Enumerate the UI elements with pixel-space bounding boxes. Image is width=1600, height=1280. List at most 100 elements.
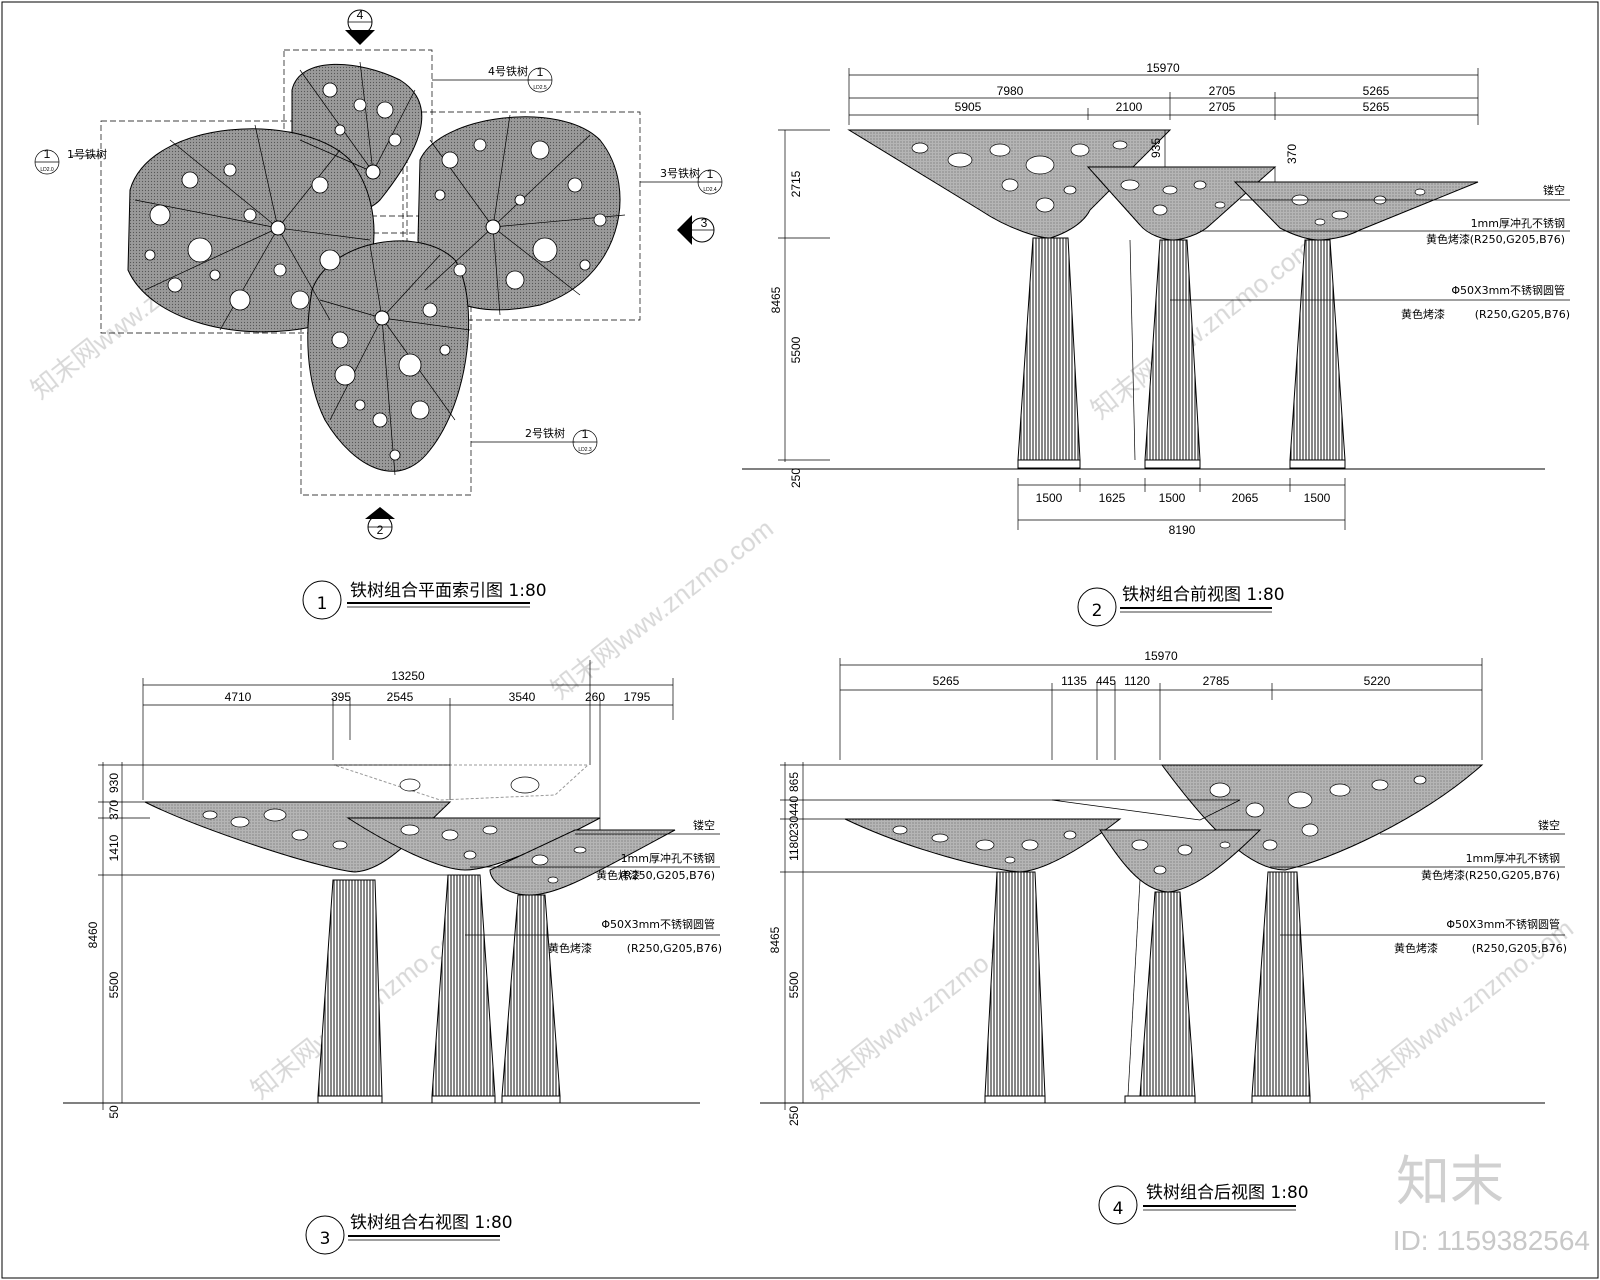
trunk-2 <box>1144 239 1201 461</box>
index-box-tree3 <box>402 111 641 321</box>
svg-text:(R250,G205,B76): (R250,G205,B76) <box>1472 942 1567 955</box>
svg-text:1500: 1500 <box>1036 491 1063 505</box>
canopy-holes <box>911 140 1426 226</box>
tree-label-2: 1 LD2.3 2号铁树 <box>471 426 598 455</box>
view-symbol-3: 3 <box>677 215 715 245</box>
svg-text:LD2.4: LD2.4 <box>703 187 717 193</box>
svg-text:1795: 1795 <box>624 690 651 704</box>
svg-text:1500: 1500 <box>1159 491 1186 505</box>
trunk-1 <box>1017 237 1081 461</box>
svg-text:445: 445 <box>1096 674 1116 688</box>
svg-text:8465: 8465 <box>769 286 783 313</box>
svg-text:黄色烤漆: 黄色烤漆 <box>548 941 592 955</box>
svg-text:4710: 4710 <box>225 690 252 704</box>
brand-id: ID: 1159382564 <box>1393 1225 1590 1256</box>
svg-text:8465: 8465 <box>768 926 782 953</box>
canopy-holes <box>892 775 1427 875</box>
canopy-2 <box>1099 829 1262 893</box>
svg-text:5265: 5265 <box>1363 100 1390 114</box>
svg-text:15970: 15970 <box>1144 649 1178 663</box>
title-front: 2 铁树组合前视图 1:80 <box>1077 585 1285 627</box>
canopy-hidden <box>1051 799 1241 821</box>
svg-text:395: 395 <box>331 690 351 704</box>
tree1-label: 1号铁树 <box>67 147 107 161</box>
svg-text:930: 930 <box>107 773 121 793</box>
svg-text:(R250,G205,B76): (R250,G205,B76) <box>1465 869 1560 882</box>
svg-text:(R250,G205,B76): (R250,G205,B76) <box>620 869 715 882</box>
svg-text:935: 935 <box>1149 138 1163 158</box>
title-plan: 1 铁树组合平面索引图 1:80 <box>302 580 547 620</box>
index-box-tree1 <box>100 120 408 334</box>
leaf-ribs <box>134 61 626 476</box>
svg-text:230: 230 <box>787 816 801 836</box>
right-dimensions <box>98 660 674 1110</box>
svg-text:250: 250 <box>789 468 803 488</box>
plan-view: 1 LD2.0 1号铁树 1 LD2.5 4号铁树 1 LD2.4 3号铁树 1… <box>34 8 723 540</box>
index-box-tree2 <box>300 232 472 496</box>
svg-text:8190: 8190 <box>1169 523 1196 537</box>
svg-text:2065: 2065 <box>1232 491 1259 505</box>
tree3-label: 3号铁树 <box>660 166 700 180</box>
svg-text:LD2.3: LD2.3 <box>578 447 592 453</box>
svg-text:440: 440 <box>787 796 801 816</box>
view-symbol-2: 2 <box>365 507 395 540</box>
svg-text:黄色烤漆: 黄色烤漆 <box>1421 868 1465 882</box>
svg-text:铁树组合后视图 1:80: 铁树组合后视图 1:80 <box>1146 1183 1309 1203</box>
tree4-label: 4号铁树 <box>488 64 528 78</box>
svg-text:2545: 2545 <box>387 690 414 704</box>
leaf-tree2 <box>307 240 470 472</box>
svg-text:2: 2 <box>1092 601 1103 621</box>
back-view: 15970 5265 1135 445 1120 2785 5220 865 4… <box>760 649 1567 1126</box>
tree-label-3: 1 LD2.4 3号铁树 <box>640 166 723 195</box>
svg-text:镂空: 镂空 <box>693 818 715 832</box>
svg-text:15970: 15970 <box>1146 61 1180 75</box>
right-view: 13250 4710 395 2545 3540 260 1795 930 37… <box>63 660 722 1119</box>
svg-text:1410: 1410 <box>107 834 121 861</box>
front-leaders <box>1170 199 1570 301</box>
svg-text:2715: 2715 <box>789 170 803 197</box>
canopy-3 <box>489 829 676 896</box>
svg-text:260: 260 <box>585 690 605 704</box>
svg-text:5500: 5500 <box>789 336 803 363</box>
back-dimensions <box>780 658 1483 1110</box>
svg-text:黄色烤漆: 黄色烤漆 <box>1426 232 1470 246</box>
svg-text:1625: 1625 <box>1099 491 1126 505</box>
svg-text:8460: 8460 <box>86 921 100 948</box>
svg-text:2705: 2705 <box>1209 84 1236 98</box>
canopy-2 <box>1086 166 1277 241</box>
trunk-2 <box>431 874 496 1097</box>
svg-text:黄色烤漆: 黄色烤漆 <box>1401 307 1445 321</box>
svg-text:865: 865 <box>787 772 801 792</box>
svg-text:370: 370 <box>107 800 121 820</box>
svg-text:(R250,G205,B76): (R250,G205,B76) <box>627 942 722 955</box>
svg-text:2100: 2100 <box>1116 100 1143 114</box>
tree-label-4: 1 LD2.5 4号铁树 <box>432 64 553 93</box>
leaf-centers <box>270 164 501 326</box>
right-leaders <box>465 833 720 936</box>
title-right: 3 铁树组合右视图 1:80 <box>305 1213 513 1255</box>
svg-text:LD2.5: LD2.5 <box>533 85 547 91</box>
svg-text:镂空: 镂空 <box>1538 818 1560 832</box>
svg-text:1120: 1120 <box>1124 674 1150 688</box>
svg-text:3: 3 <box>320 1229 331 1249</box>
svg-text:5220: 5220 <box>1364 674 1391 688</box>
svg-text:250: 250 <box>787 1106 801 1126</box>
svg-text:铁树组合平面索引图 1:80: 铁树组合平面索引图 1:80 <box>350 581 547 601</box>
svg-text:1: 1 <box>44 147 51 161</box>
perforation-holes <box>144 82 607 461</box>
back-leaders <box>1270 833 1565 936</box>
canopy-holes <box>202 776 587 884</box>
svg-text:黄色烤漆: 黄色烤漆 <box>1394 941 1438 955</box>
svg-text:5500: 5500 <box>787 971 801 998</box>
svg-text:黄色烤漆: 黄色烤漆 <box>596 868 640 882</box>
svg-text:370: 370 <box>1285 144 1299 164</box>
trunk-3 <box>501 894 561 1097</box>
svg-text:5265: 5265 <box>1363 84 1390 98</box>
svg-text:13250: 13250 <box>391 669 425 683</box>
svg-text:1: 1 <box>317 594 328 614</box>
tree-label-1: 1 LD2.0 1号铁树 <box>34 147 107 175</box>
trunk-1 <box>317 879 383 1097</box>
svg-text:1: 1 <box>707 167 714 181</box>
svg-text:LD2.0: LD2.0 <box>40 167 54 173</box>
